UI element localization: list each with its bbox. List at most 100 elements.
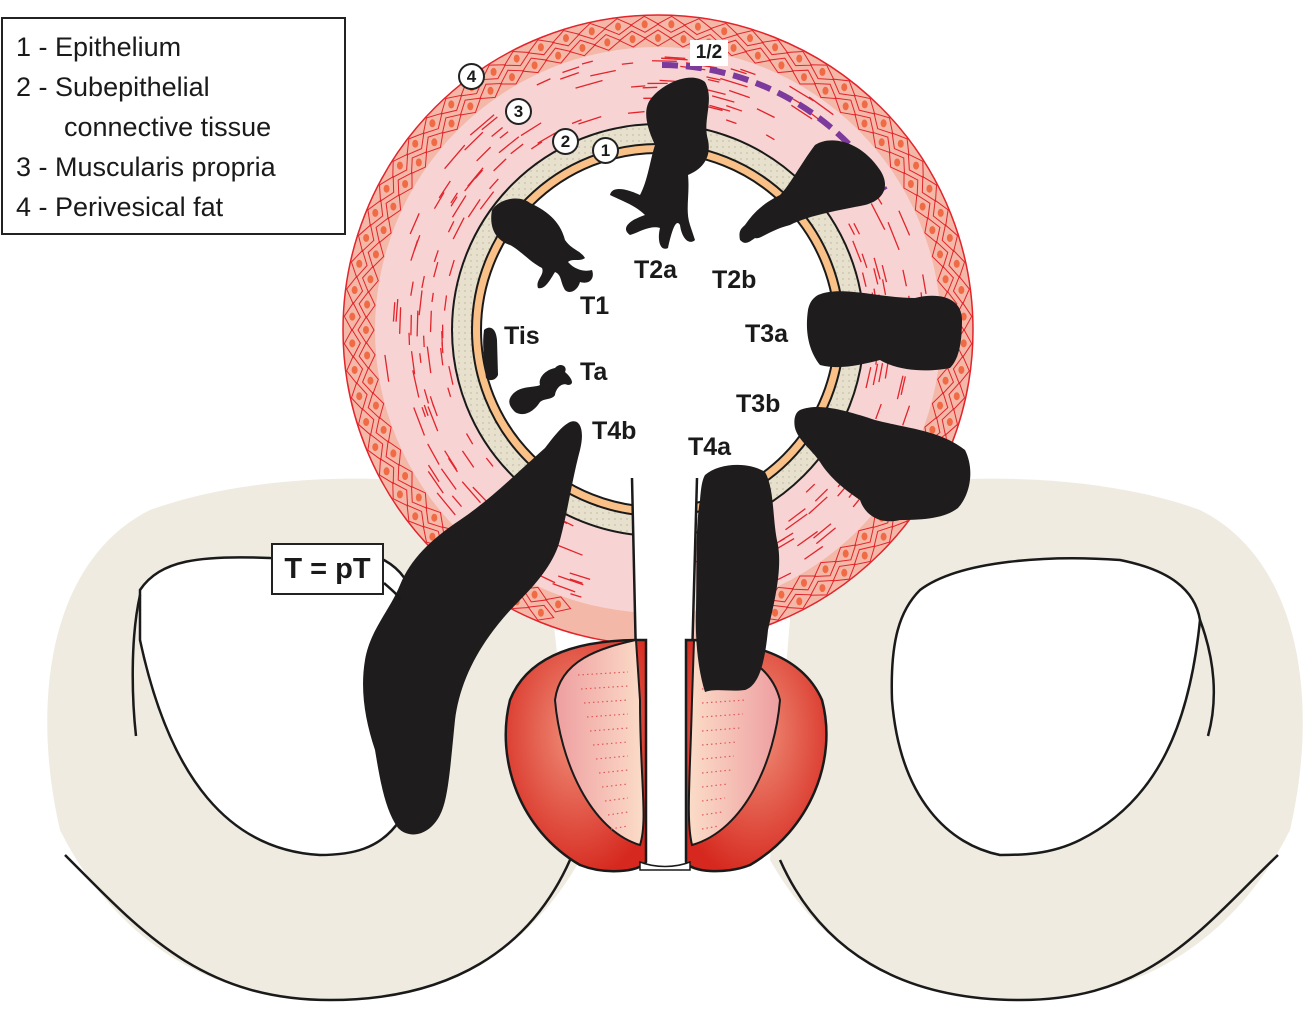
legend-item-muscularis: 3 - Muscularis propria <box>16 147 344 187</box>
muscle-fiber <box>452 217 465 240</box>
muscle-fiber <box>569 572 591 581</box>
fat-cell-nucleus <box>363 418 370 427</box>
fat-cell-nucleus <box>351 365 358 374</box>
legend-text: Subepithelial <box>55 72 210 102</box>
fat-cell-nucleus <box>380 425 387 434</box>
fat-cell <box>527 39 555 56</box>
fat-cell-nucleus <box>431 138 438 147</box>
muscle-fiber <box>443 295 448 311</box>
muscle-fiber <box>725 119 737 125</box>
fat-cell-nucleus <box>579 43 586 52</box>
stage-label-t4b: T4b <box>592 417 637 445</box>
fat-cell-nucleus <box>562 34 569 43</box>
prostate-dot-row <box>598 769 629 774</box>
fat-cell-nucleus <box>842 102 849 111</box>
fat-cell-nucleus <box>372 208 379 217</box>
stage-label-t2a: T2a <box>634 256 678 284</box>
fat-cell-nucleus <box>878 138 885 147</box>
fat-cell <box>392 481 409 507</box>
fat-cell <box>629 15 660 33</box>
fat-cell-nucleus <box>487 86 494 95</box>
muscle-fiber <box>571 119 582 125</box>
fat-cell-nucleus <box>919 202 926 211</box>
fat-cell <box>397 463 413 489</box>
muscle-fiber <box>790 104 813 120</box>
fat-cell <box>791 575 817 591</box>
muscle-fiber <box>412 370 420 398</box>
legend-text: Perivesical fat <box>55 192 224 222</box>
muscle-fiber <box>392 302 396 322</box>
muscle-fiber <box>902 269 908 287</box>
fat-cell-nucleus <box>383 467 390 476</box>
fat-cell-nucleus <box>531 590 538 599</box>
fat-cell-nucleus <box>841 83 848 92</box>
fat-cell-nucleus <box>778 61 785 70</box>
muscle-fiber <box>398 307 402 334</box>
muscle-fiber <box>887 221 900 251</box>
fat-cell-nucleus <box>842 549 849 558</box>
fat-cell-nucleus <box>960 339 967 348</box>
layer-marker-2: 2 <box>552 128 579 155</box>
stage-label-t2b: T2b <box>712 266 757 294</box>
muscle-fiber <box>664 56 686 60</box>
fat-cell-nucleus <box>509 73 515 82</box>
fat-cell-nucleus <box>721 27 728 36</box>
stage-label-t4a: T4a <box>688 433 732 461</box>
prostate-dot-row <box>583 699 629 704</box>
muscle-fiber <box>631 85 646 88</box>
muscle-fiber <box>557 544 583 556</box>
fat-cell-nucleus <box>913 161 920 170</box>
legend-number: 2 <box>16 72 32 102</box>
tumor-t2b <box>739 140 885 243</box>
fat-cell-nucleus <box>349 312 356 321</box>
muscle-fiber <box>447 221 455 233</box>
prostate-dot-row <box>701 797 726 802</box>
stage-label-tis: Tis <box>504 322 540 350</box>
muscle-fiber <box>805 483 816 493</box>
fat-cell-nucleus <box>929 226 936 235</box>
fat-cell-nucleus <box>897 139 904 148</box>
fat-cell <box>346 355 364 385</box>
prostate-dot-row <box>607 811 629 816</box>
legend-separator: - <box>31 32 56 62</box>
fat-cell-nucleus <box>448 119 455 128</box>
fat-cell <box>441 113 462 134</box>
prostate-dot-row <box>610 825 629 830</box>
fat-cell <box>357 224 375 253</box>
fat-cell <box>932 199 949 227</box>
muscle-fiber <box>922 274 927 295</box>
layer-marker-3: 3 <box>505 98 532 125</box>
fat-cell <box>709 22 739 40</box>
fat-cell <box>768 57 795 74</box>
legend-number: 4 <box>16 192 32 222</box>
muscle-fiber <box>441 342 444 354</box>
muscle-fiber <box>558 575 584 586</box>
fat-cell-nucleus <box>555 51 562 60</box>
muscle-fiber <box>418 290 423 316</box>
fat-cell-nucleus <box>946 233 953 242</box>
muscle-fiber <box>485 457 494 467</box>
fat-cell-nucleus <box>937 250 944 259</box>
fat-cell-nucleus <box>349 339 356 348</box>
prostate-dot-row <box>580 685 629 690</box>
stage-label-t1: T1 <box>580 292 610 320</box>
muscle-fiber <box>707 89 726 95</box>
prostate-dot-row <box>701 769 732 774</box>
muscle-fiber <box>872 363 879 386</box>
muscle-fiber <box>536 78 551 86</box>
fat-cell-nucleus <box>467 102 474 111</box>
fat-cell <box>375 216 392 244</box>
fat-cell <box>853 94 876 115</box>
fat-cell-nucleus <box>960 312 967 321</box>
muscle-fiber <box>510 143 524 155</box>
muscle-fiber <box>873 268 879 285</box>
muscle-fiber <box>423 404 429 416</box>
muscle-fiber <box>726 105 743 112</box>
muscle-fiber <box>852 240 862 263</box>
stage-label-ta: Ta <box>580 358 608 386</box>
muscle-fiber <box>461 450 475 468</box>
muscle-fiber <box>432 404 438 417</box>
legend-separator: - <box>31 152 56 182</box>
fat-cell-nucleus <box>604 38 611 47</box>
